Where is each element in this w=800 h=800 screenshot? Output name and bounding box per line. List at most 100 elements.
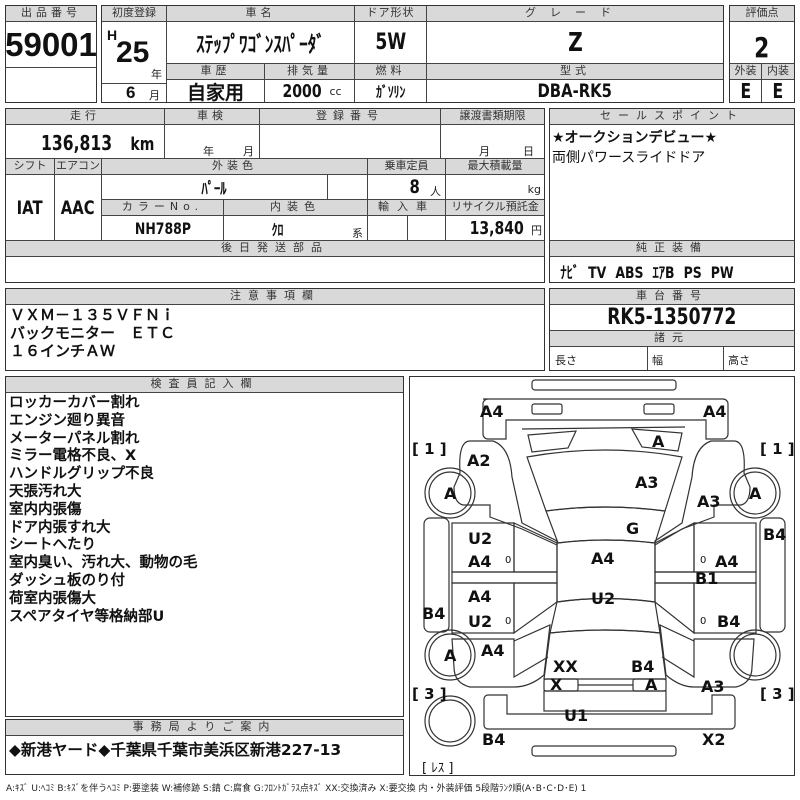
spare-tire-outer bbox=[424, 695, 476, 747]
tire-rr-inner bbox=[733, 633, 777, 677]
inspector-line: ミラー電格不良、X bbox=[9, 448, 137, 465]
mark-tail-left: X bbox=[550, 675, 563, 694]
front-light-right bbox=[643, 403, 675, 415]
mark-back-door-left: XX bbox=[553, 657, 578, 676]
mark-right-pillar: B1 bbox=[695, 569, 718, 588]
displacement-label: 排気量 bbox=[265, 64, 355, 80]
mark-front-bumper-left: A4 bbox=[480, 402, 504, 421]
notes-text: ＶＸＭ－１３５ＶＦＮｉ バックモニター ＥＴＣ １６インチＡＷ bbox=[10, 306, 176, 360]
note-line: バックモニター ＥＴＣ bbox=[10, 323, 176, 342]
shift-label: シフト bbox=[6, 159, 55, 175]
mark-left-rear-door-2: U2 bbox=[468, 612, 492, 631]
first-reg-month: 6 月 bbox=[102, 84, 167, 102]
front-strip bbox=[531, 379, 677, 391]
int-color-value: ｸﾛ 系 bbox=[224, 216, 368, 241]
mark-rear-bumper-left: B4 bbox=[482, 730, 505, 749]
import-label: 輸入車 bbox=[368, 200, 446, 216]
handle-mark: 0 bbox=[505, 616, 511, 627]
office-address: ◆新港ヤード◆千葉県千葉市美浜区新港227-13 bbox=[9, 741, 342, 759]
chassis-label: 車台番号 bbox=[550, 289, 794, 305]
rear-panel bbox=[543, 690, 667, 712]
details-box: 走行 136,813 km 車検 年 月 登録番号 譲渡書類期限 月 日 シフト… bbox=[5, 108, 545, 283]
right-rear-fender bbox=[659, 623, 755, 688]
car-name-label: 車名 bbox=[167, 6, 355, 22]
ext-color-label: 外装色 bbox=[102, 159, 368, 175]
tire-label-spare: [ ﾚｽ ] bbox=[422, 761, 453, 775]
ext-color-extra bbox=[328, 175, 368, 200]
handle-mark: 0 bbox=[700, 616, 706, 627]
mark-left-front-door-1: U2 bbox=[468, 529, 492, 548]
car-diagram-svg: 0 0 0 0 [ 1 ] [ 1 ] [ 3 ] [ 3 ] [ ﾚｽ ] A… bbox=[412, 379, 795, 776]
exterior-label: 外装 bbox=[730, 64, 762, 80]
mark-hood: A3 bbox=[635, 473, 659, 492]
import-value-2 bbox=[408, 216, 446, 241]
left-rear-quarter bbox=[513, 641, 549, 679]
doors-value: 5W bbox=[355, 22, 427, 64]
mark-windshield-right: A bbox=[652, 432, 665, 451]
mark-left-rear-door-1: A4 bbox=[468, 587, 492, 606]
lot-label: 出品番号 bbox=[6, 6, 96, 22]
model-value: DBA-RK5 bbox=[537, 80, 613, 102]
equipment-label: 純正装備 bbox=[550, 241, 794, 257]
capacity-label: 乗車定員 bbox=[368, 159, 446, 175]
inspector-line: 室内内張傷 bbox=[9, 501, 82, 518]
inspector-line: スペアタイヤ等格納部U bbox=[9, 608, 165, 625]
notes-label: 注意事項欄 bbox=[6, 289, 544, 305]
max-load-value: kg bbox=[446, 175, 544, 200]
lot-number: 59001 bbox=[6, 22, 96, 68]
sales-point-line: 両側パワースライドドア bbox=[552, 150, 706, 166]
transfer-value: 月 日 bbox=[441, 125, 544, 159]
mark-windshield-glass: G bbox=[626, 519, 639, 538]
mileage-value: 136,813 km bbox=[6, 125, 165, 159]
reg-number-label: 登録番号 bbox=[260, 109, 441, 125]
handle-mark: 0 bbox=[505, 555, 511, 566]
windshield-left bbox=[527, 430, 577, 453]
max-load-label: 最大積載量 bbox=[446, 159, 544, 175]
mark-tail-right: A bbox=[645, 675, 658, 694]
exterior-score: E bbox=[730, 80, 762, 102]
later-parts-label: 後日発送部品 bbox=[6, 241, 544, 257]
cowl bbox=[545, 506, 666, 544]
mark-roof-rear: U2 bbox=[591, 589, 615, 608]
damage-diagram: 0 0 0 0 [ 1 ] [ 1 ] [ 3 ] [ 3 ] [ ﾚｽ ] A… bbox=[409, 376, 795, 776]
fuel-label: 燃料 bbox=[355, 64, 427, 80]
score-label: 評価点 bbox=[730, 6, 794, 22]
right-front-window bbox=[654, 522, 695, 573]
score-box: 評価点 2 外装 内装 E E bbox=[729, 5, 795, 103]
reg-number-value[interactable] bbox=[260, 125, 441, 159]
score-value: 2 bbox=[730, 22, 794, 64]
tire-lr-inner bbox=[428, 633, 472, 677]
mark-left-step: B4 bbox=[422, 604, 445, 623]
tire-rf-inner bbox=[733, 471, 777, 515]
first-reg-label: 初度登録 bbox=[102, 6, 167, 22]
mark-rear-panel: U1 bbox=[564, 706, 588, 725]
note-line: ＶＸＭ－１３５ＶＦＮｉ bbox=[10, 306, 176, 324]
sales-label: セールスポイント bbox=[550, 109, 794, 125]
spec-width: 幅 bbox=[648, 347, 724, 370]
vehicle-top-box: 初度登録 H 25 年 6 月 車名 ｽﾃｯﾌﾟﾜｺﾞﾝｽﾊﾟｰﾀﾞ 車歴 自家… bbox=[101, 5, 724, 103]
mark-right-step: B4 bbox=[763, 525, 786, 544]
windshield-right bbox=[630, 428, 683, 452]
aircon-value: AAC bbox=[55, 175, 102, 241]
damage-legend: A:ｷｽﾞ U:ﾍｺﾐ B:ｷｽﾞを伴うﾍｺﾐ P:要塗装 W:補修跡 S:錆 … bbox=[6, 784, 587, 794]
spec-length: 長さ bbox=[550, 347, 648, 370]
note-line: １６インチＡＷ bbox=[10, 341, 116, 360]
spec-height: 高さ bbox=[728, 354, 750, 367]
back-door bbox=[543, 629, 667, 680]
windshield-top bbox=[521, 426, 686, 430]
sales-box: セールスポイント ★オークションデビュー★ 両側パワースライドドア 純正装備 ﾅ… bbox=[549, 108, 795, 283]
tire-lr-outer bbox=[424, 629, 476, 681]
inspector-line: 天張汚れ大 bbox=[9, 483, 82, 500]
import-value-1 bbox=[368, 216, 408, 241]
inspector-box: 検査員記入欄 ロッカーカバー割れ エンジン廻り異音 メーターパネル割れ ミラー電… bbox=[5, 376, 404, 717]
mark-right-front-door: A4 bbox=[715, 552, 739, 571]
inspector-line: 室内臭い、汚れ大、動物の毛 bbox=[9, 555, 198, 572]
left-rear-window bbox=[513, 582, 558, 635]
chassis-value: RK5-1350772 bbox=[550, 305, 794, 331]
specs-label: 諸元 bbox=[550, 331, 794, 347]
history-label: 車歴 bbox=[167, 64, 265, 80]
mark-tire-rf: A bbox=[749, 484, 762, 503]
history-value: 自家用 bbox=[167, 80, 265, 102]
model-label: 型式 bbox=[427, 64, 723, 80]
interior-label: 内装 bbox=[762, 64, 794, 80]
